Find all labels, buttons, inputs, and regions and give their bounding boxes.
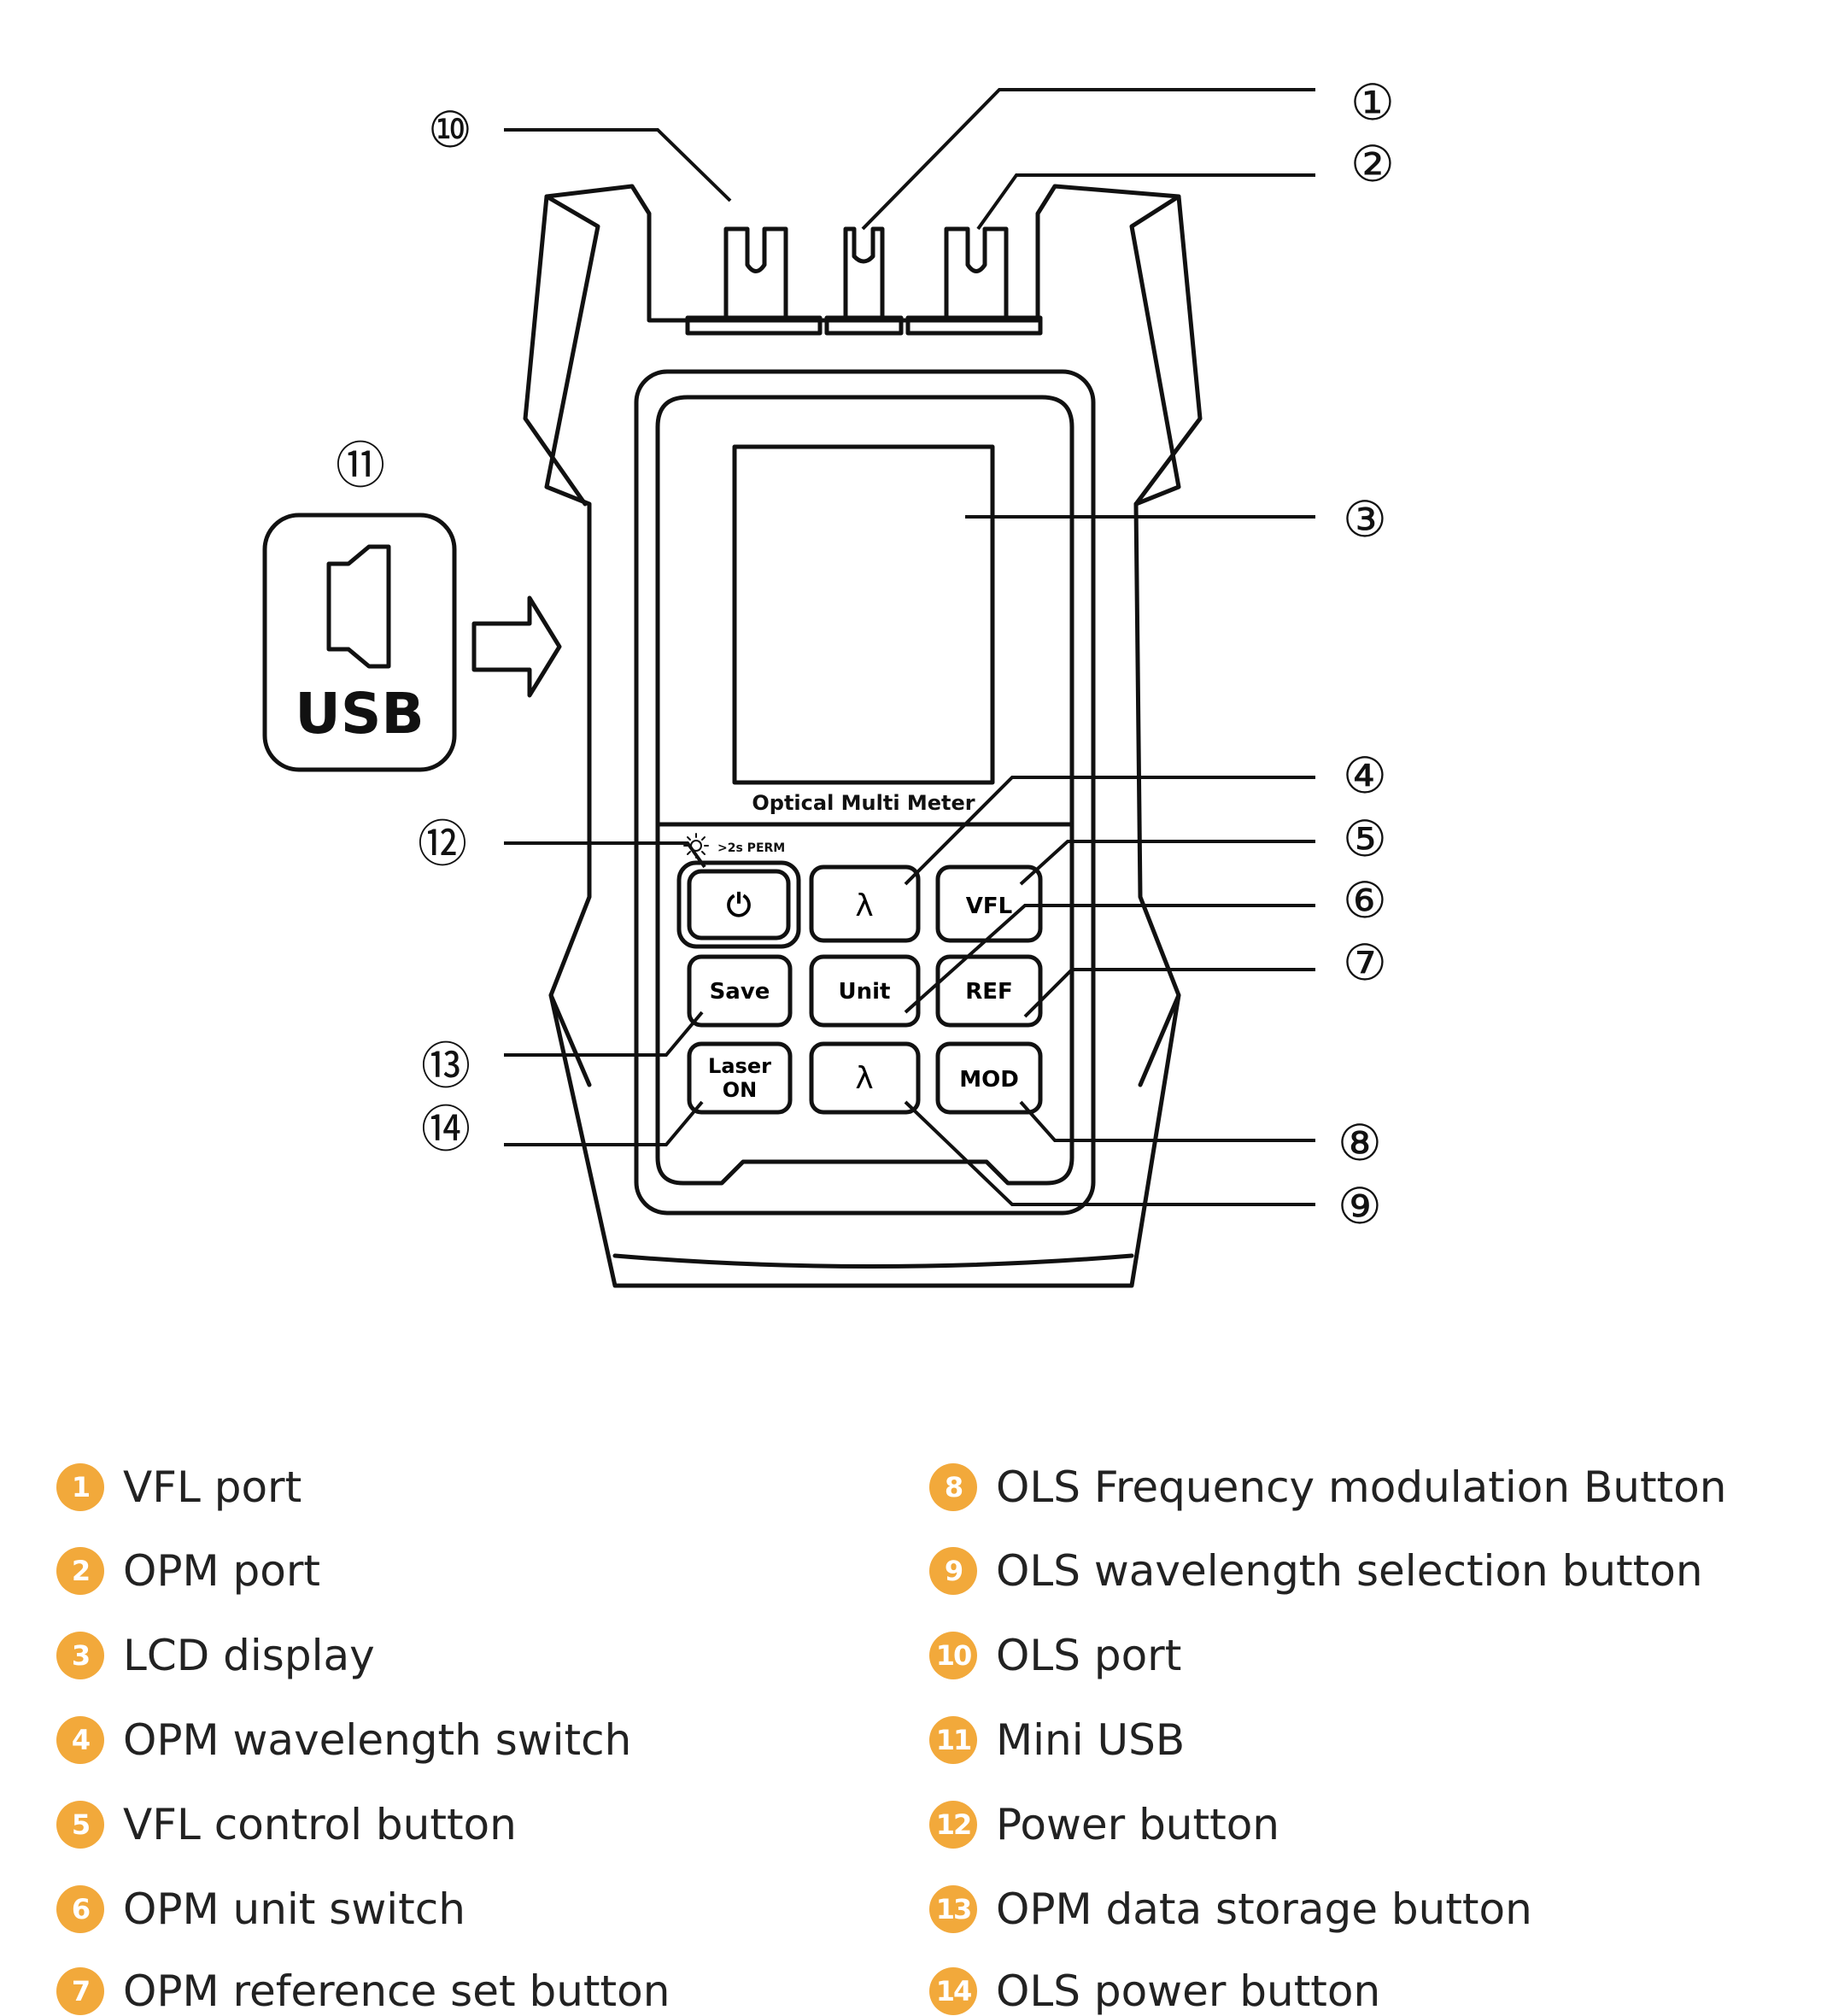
power-key-label: ⏻ [727,888,752,923]
device-inner-bumper [523,194,1203,1087]
legend-label: VFL control button [123,1800,517,1849]
opm-port [905,226,1043,336]
legend-label: OPM wavelength switch [123,1715,632,1765]
face-plate [634,369,1096,1216]
legend-item: 1 VFL port [56,1462,302,1512]
save-key-label: Save [710,979,770,1005]
legend-number-badge: 4 [56,1716,104,1764]
backlight-caption: >2s PERM [717,841,785,855]
legend-label: OLS power button [996,1966,1381,2016]
device-bottom-edge [612,1253,1134,1269]
leader-lines [504,88,1315,1206]
legend-number-badge: 7 [56,1967,104,2015]
unit-key[interactable] [809,954,921,1028]
ref-key-label: REF [965,979,1013,1005]
callout-8: ⑧ [1338,1114,1382,1172]
face-inner-panel [655,395,1074,1186]
callout-4: ④ [1343,747,1387,805]
vfl-key-label: VFL [966,894,1012,919]
legend-number-badge: 3 [56,1632,104,1679]
power-key-outer [676,860,801,949]
callout-11: ⑪ [336,437,385,495]
legend-item: 10 OLS port [929,1631,1181,1680]
legend-number-badge: 2 [56,1547,104,1595]
legend-item: 6 OPM unit switch [56,1884,465,1934]
lambda-top-key-label: λ [855,888,873,923]
laser-key-label-line1: Laser [708,1054,771,1078]
legend-label: OPM reference set button [123,1966,670,2016]
legend-item: 8 OLS Frequency modulation Button [929,1462,1726,1512]
mini-usb-box [262,513,457,772]
arrow-right-icon [471,595,562,698]
ols-port [685,226,823,336]
callout-10: ⑩ [428,101,472,159]
callout-5: ⑤ [1343,810,1387,868]
callout-6: ⑥ [1343,871,1387,929]
laser-key-label-line2: ON [723,1078,758,1102]
legend-label: Power button [996,1800,1279,1849]
legend-label: OLS port [996,1631,1182,1680]
vfl-port [824,226,904,336]
lambda-key-top[interactable] [809,864,921,943]
callout-3: ③ [1343,490,1387,548]
callout-13: ⑬ [421,1037,471,1095]
legend-number-badge: 1 [56,1463,104,1511]
callout-12: ⑫ [418,815,467,873]
legend-item: 9 OLS wavelength selection button [929,1546,1703,1596]
legend-label: OPM data storage button [996,1884,1532,1934]
screen-caption: Optical Multi Meter [752,791,975,815]
laser-on-key[interactable] [687,1041,793,1115]
callout-1: ① [1350,73,1395,132]
callout-9: ⑨ [1338,1177,1382,1235]
legend-item: 3 LCD display [56,1631,375,1680]
lambda-key-bottom[interactable] [809,1041,921,1115]
legend-item: 11 Mini USB [929,1715,1185,1765]
legend-number-badge: 6 [56,1885,104,1933]
legend-item: 4 OPM wavelength switch [56,1715,631,1765]
legend-item: 12 Power button [929,1800,1279,1849]
legend-label: OPM unit switch [123,1884,465,1934]
legend-item: 2 OPM port [56,1546,320,1596]
legend-number-badge: 11 [929,1716,977,1764]
legend-label: VFL port [123,1462,302,1512]
legend-number-badge: 5 [56,1801,104,1849]
legend-item: 14 OLS power button [929,1966,1380,2016]
mod-key-label: MOD [959,1067,1019,1093]
legend-label: Mini USB [996,1715,1186,1765]
legend-item: 7 OPM reference set button [56,1966,670,2016]
legend-item: 5 VFL control button [56,1800,517,1849]
unit-key-label: Unit [839,979,891,1005]
legend-label: OLS wavelength selection button [996,1546,1703,1596]
legend: 1 VFL port 2 OPM port 3 LCD display 4 OP… [0,1444,1821,2016]
legend-number-badge: 12 [929,1801,977,1849]
legend-number-badge: 13 [929,1885,977,1933]
mod-key[interactable] [935,1041,1043,1115]
usb-label: USB [295,681,424,747]
legend-label: LCD display [123,1631,375,1680]
device-diagram: Optical Multi Meter >2s PERM USB ⏻ λ VFL… [262,73,1395,1288]
device-outer-housing [544,184,1181,1288]
save-key[interactable] [687,954,793,1028]
lcd-display [732,444,995,785]
legend-number-badge: 9 [929,1547,977,1595]
legend-number-badge: 10 [929,1632,977,1679]
legend-item: 13 OPM data storage button [929,1884,1532,1934]
lambda-bottom-key-label: λ [855,1061,873,1096]
legend-number-badge: 14 [929,1967,977,2015]
callout-14: ⑭ [421,1100,471,1158]
legend-label: OLS Frequency modulation Button [996,1462,1727,1512]
usb-connector-icon [326,544,391,669]
legend-label: OPM port [123,1546,321,1596]
callout-2: ② [1350,135,1395,193]
power-key[interactable] [687,869,791,941]
ref-key[interactable] [935,954,1043,1028]
legend-number-badge: 8 [929,1463,977,1511]
callout-7: ⑦ [1343,934,1387,992]
